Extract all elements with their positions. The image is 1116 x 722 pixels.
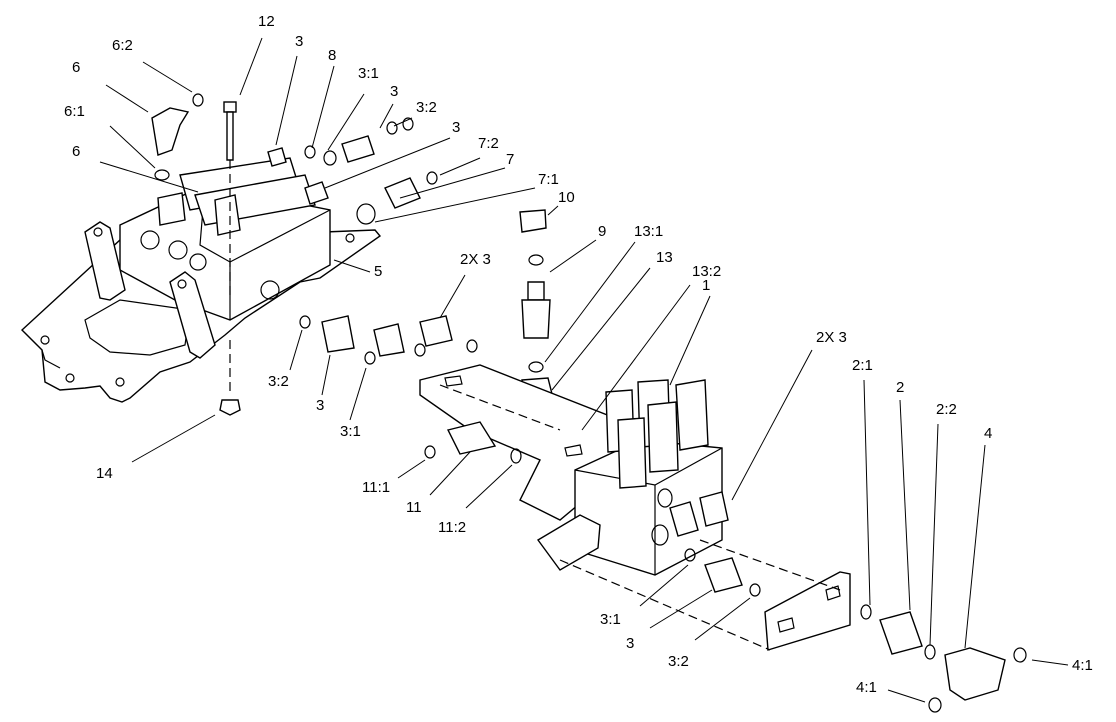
callout-6-lower: 6 [72,143,81,160]
callout-10: 10 [558,189,575,206]
right-bracket [559,539,851,651]
middle-bracket [419,364,621,521]
callout-3-bot: 3 [626,635,635,652]
callout-6-upper: 6 [72,59,81,76]
callout-2-1: 2:1 [852,357,873,374]
callout-6-2: 6:2 [112,37,133,54]
callout-3-2-left: 3:2 [268,373,289,390]
callout-8: 8 [328,47,337,64]
callout-13-2: 13:2 [692,263,722,280]
callout-3-mid: 3 [390,83,399,100]
callout-4-1-right: 4:1 [1072,657,1093,674]
leader-lines [99,37,1069,703]
callout-2x3-b: 2X 3 [816,329,847,346]
control-handles [84,221,216,359]
callout-3-1-left: 3:1 [340,423,361,440]
callout-7-1: 7:1 [538,171,559,188]
callout-5: 5 [374,263,383,280]
callout-4: 4 [984,425,993,442]
bolt-and-nut [219,101,241,416]
main-manifold [536,379,729,576]
callout-2-2: 2:2 [936,401,957,418]
callout-3-right: 3 [452,119,461,136]
callout-11: 11 [406,499,422,516]
callout-14: 14 [96,465,113,482]
callout-11-1: 11:1 [362,479,391,496]
callout-3-1-top: 3:1 [358,65,379,82]
callout-13-1: 13:1 [634,223,664,240]
callout-3-2-bot: 3:2 [668,653,689,670]
middle-fittings [299,315,522,464]
callout-3-top: 3 [295,33,304,50]
callout-3-1-bot: 3:1 [600,611,621,628]
callout-4-1-bottom: 4:1 [856,679,877,696]
callout-1: 1 [702,277,711,294]
callout-9: 9 [598,223,607,240]
callout-13: 13 [656,249,673,266]
callout-11-2: 11:2 [438,519,467,536]
callout-3-2-top: 3:2 [416,99,437,116]
callout-12: 12 [258,13,275,30]
callout-7: 7 [506,151,515,168]
callout-3-left: 3 [316,397,325,414]
callout-7-2: 7:2 [478,135,499,152]
callout-2: 2 [896,379,905,396]
callout-2x3-a: 2X 3 [460,251,491,268]
callout-6-1: 6:1 [64,103,85,120]
upper-fittings [151,93,438,225]
